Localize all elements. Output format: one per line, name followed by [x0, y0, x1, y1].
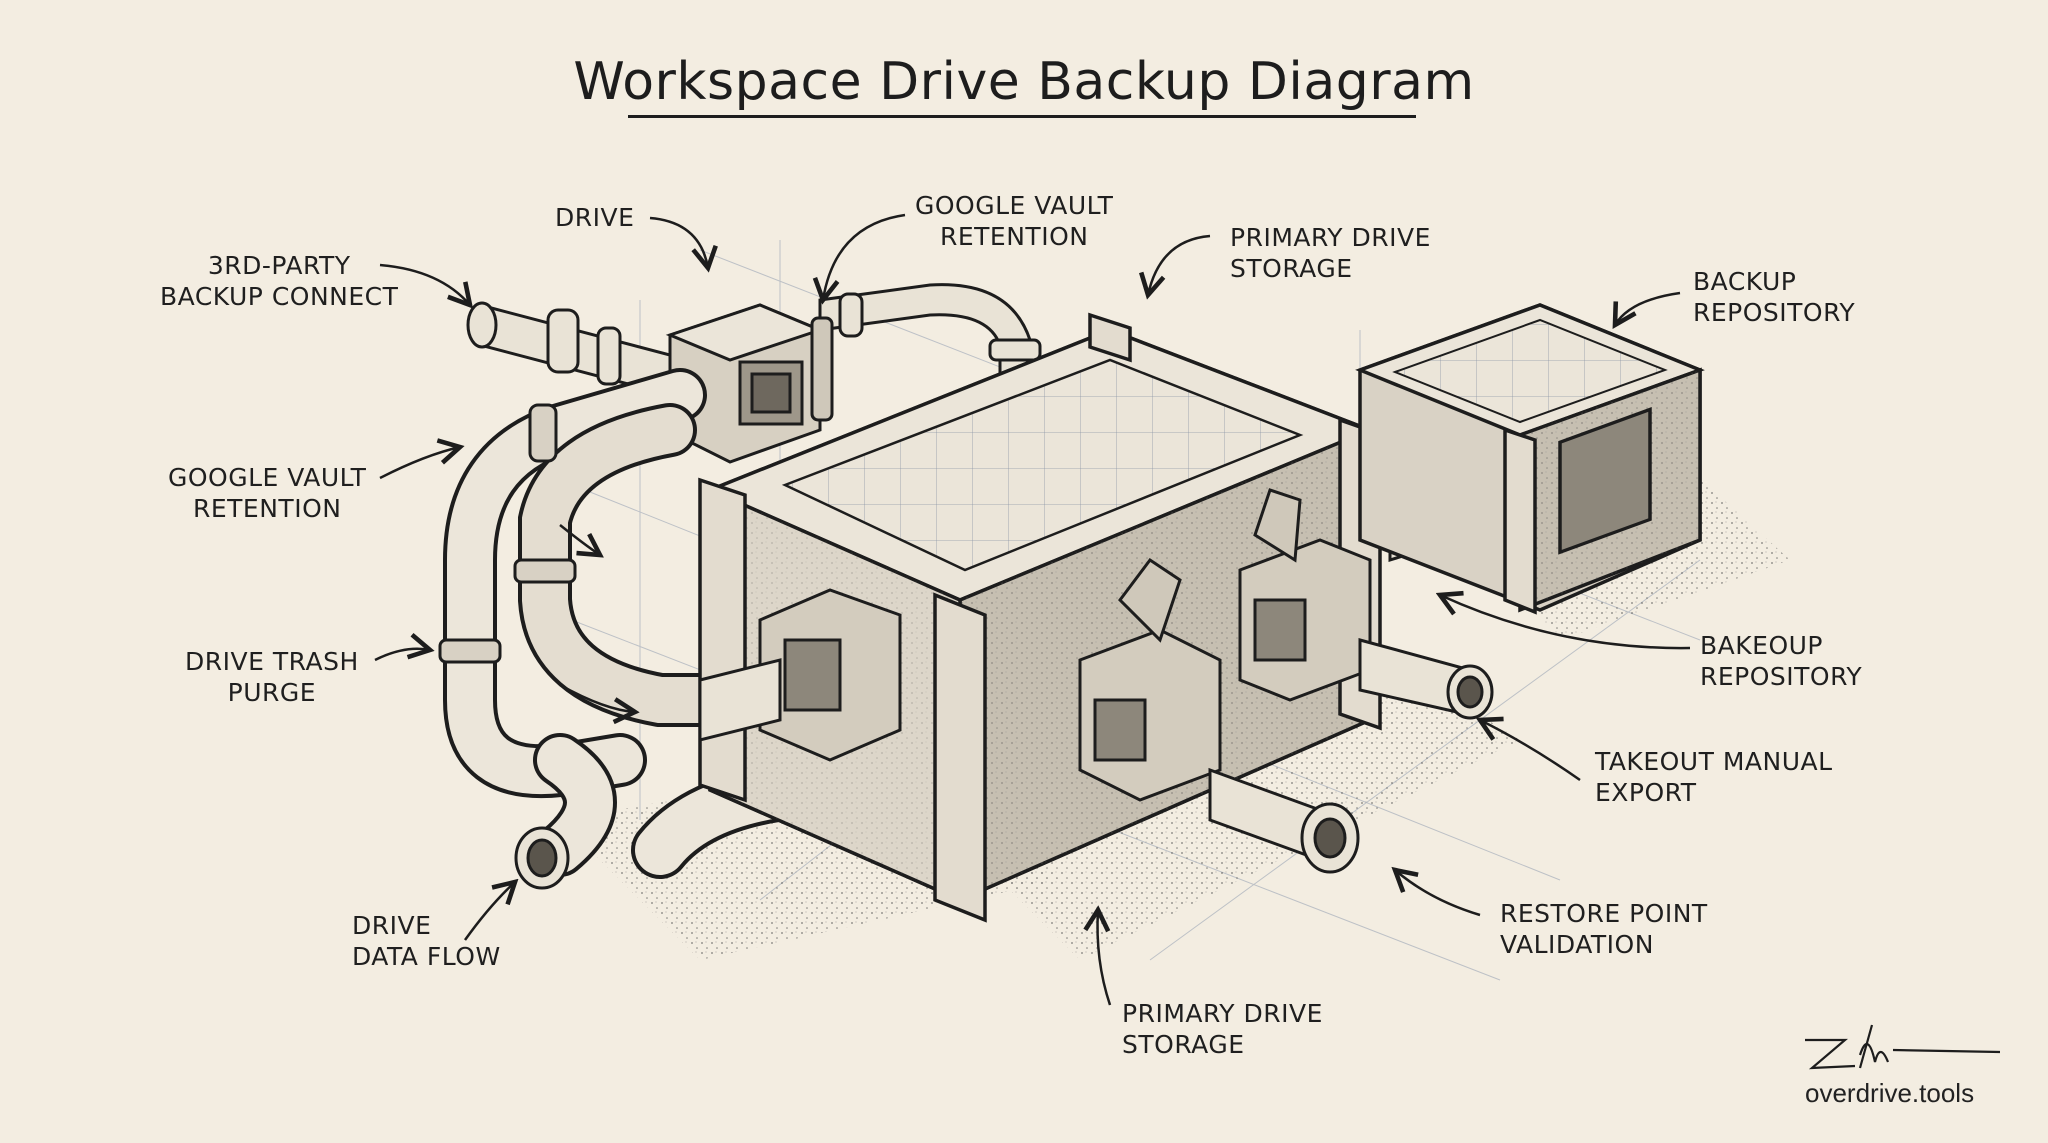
arrow-third-party [379, 263, 470, 305]
arrow-trash-inner [559, 683, 635, 712]
page-title: Workspace Drive Backup Diagram [573, 52, 1475, 112]
arrow-vault-inner [559, 524, 600, 555]
arrow-backup-repo [1615, 291, 1681, 325]
signature-mark [1805, 1024, 2001, 1070]
arrow-trash [374, 649, 430, 662]
arrow-vault-left [379, 447, 460, 480]
arrow-primary-bottom [1098, 910, 1112, 1006]
side-port [698, 588, 902, 762]
front-ports [1078, 488, 1372, 802]
arrow-bakeoup [1440, 595, 1691, 650]
annotation-arrows [374, 213, 1691, 1006]
arrow-vault-top [823, 213, 906, 300]
data-flow-outlet [514, 826, 570, 890]
restore-pipe [1208, 767, 1360, 874]
takeout-pipe [1358, 638, 1494, 720]
vault-valve [665, 303, 834, 464]
brand-watermark: overdrive.tools [1805, 1078, 1975, 1108]
label-drive: DRIVE [555, 203, 635, 232]
backup-repository-crate [1355, 303, 1705, 615]
third-party-pipe [466, 301, 672, 397]
arrow-drive [649, 216, 708, 268]
arrow-primary-top [1148, 234, 1211, 295]
arrow-data-flow [463, 882, 515, 941]
title-underline [628, 115, 1416, 118]
arrow-takeout [1480, 720, 1581, 782]
arrow-restore [1395, 870, 1481, 917]
